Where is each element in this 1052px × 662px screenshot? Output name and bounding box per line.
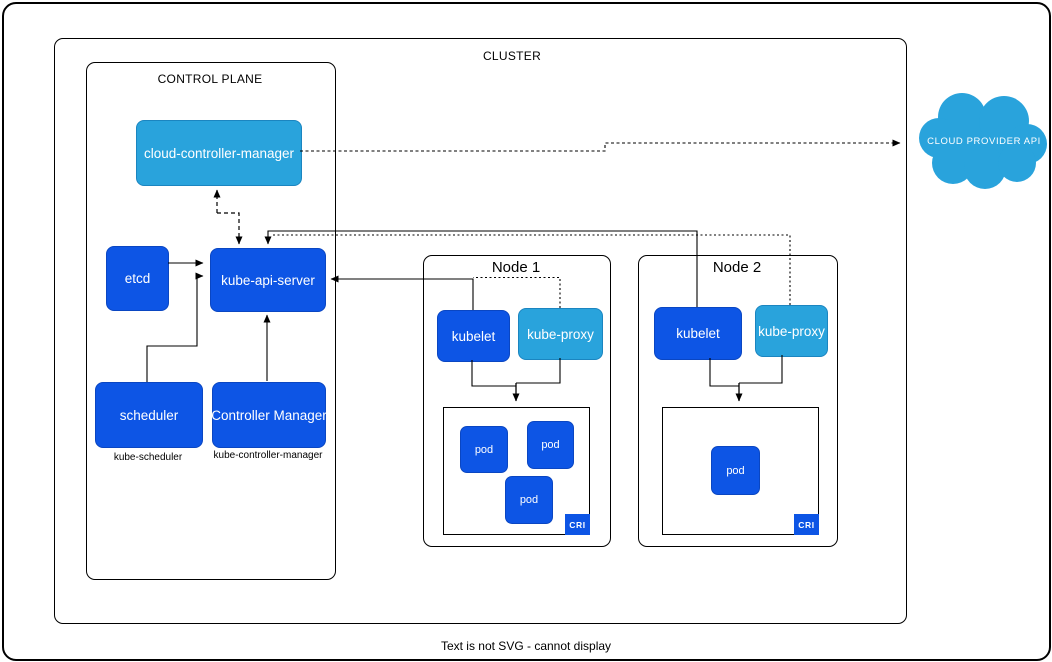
kube-scheduler-sublabel: kube-scheduler <box>113 452 183 463</box>
cluster-box <box>54 38 907 624</box>
cluster-label: CLUSTER <box>482 49 542 63</box>
pod-label: pod <box>474 443 494 456</box>
cri-label: CRI <box>569 519 586 530</box>
node2-pod-1: pod <box>711 446 760 495</box>
node1-kube-proxy-box: kube-proxy <box>518 308 603 360</box>
node1-kubelet-label: kubelet <box>451 328 496 344</box>
node2-kube-proxy-box: kube-proxy <box>755 305 828 357</box>
node2-kube-proxy-label: kube-proxy <box>758 323 825 339</box>
pod-label: pod <box>519 494 539 506</box>
kube-api-server-label: kube-api-server <box>221 272 315 288</box>
node2-container-runtime-box: pod CRI <box>662 407 819 535</box>
cloud-controller-manager-label: cloud-controller-manager <box>143 145 295 161</box>
node2-cri-badge: CRI <box>794 514 819 535</box>
etcd-label: etcd <box>124 271 151 286</box>
node1-pod-1: pod <box>460 426 508 473</box>
cloud-controller-manager-box: cloud-controller-manager <box>136 120 302 186</box>
pod-label: pod <box>541 439 560 451</box>
node2-kubelet-box: kubelet <box>654 307 742 360</box>
node1-label: Node 1 <box>491 259 541 276</box>
node1-kubelet-box: kubelet <box>437 310 510 362</box>
node2-kubelet-label: kubelet <box>676 326 720 341</box>
kube-api-server-box: kube-api-server <box>210 248 326 312</box>
node1-pod-2: pod <box>527 421 574 469</box>
cri-label: CRI <box>798 519 815 530</box>
etcd-box: etcd <box>106 246 169 311</box>
scheduler-label: scheduler <box>119 407 179 423</box>
node1-kube-proxy-label: kube-proxy <box>527 326 594 342</box>
node2-label: Node 2 <box>712 259 762 276</box>
controller-manager-label: Controller Manager <box>211 407 327 423</box>
pod-label: pod <box>726 464 745 477</box>
scheduler-box: scheduler <box>95 382 203 448</box>
control-plane-label: CONTROL PLANE <box>157 72 263 86</box>
controller-manager-box: Controller Manager <box>211 382 327 448</box>
node1-container-runtime-box: pod pod pod CRI <box>443 407 590 535</box>
node1-cri-badge: CRI <box>565 514 590 535</box>
kube-controller-manager-sublabel: kube-controller-manager <box>213 450 323 461</box>
control-plane-box <box>86 62 336 580</box>
node1-pod-3: pod <box>505 476 553 524</box>
svg-fallback-note: Text is not SVG - cannot display <box>440 639 612 653</box>
cloud-provider-api-label: CLOUD PROVIDER API <box>927 136 1041 147</box>
